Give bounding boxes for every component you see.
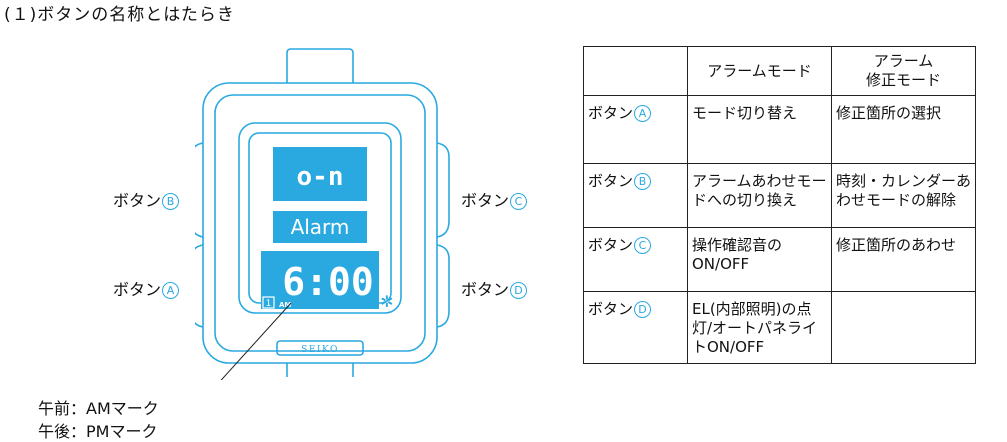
cell-alarm-edit [831, 291, 976, 364]
brand-name: SEIKO [301, 345, 339, 355]
letter-b-icon: B [162, 193, 180, 210]
lcd-panel-top [273, 147, 367, 201]
table-header-row: アラームモード アラーム 修正モード [583, 46, 976, 96]
header-empty [583, 46, 688, 96]
am-mark-caption: 午前：AMマーク [38, 399, 159, 418]
watch-case-outer [202, 82, 438, 364]
brand-plate [276, 340, 364, 356]
lcd-line-1: o-n [297, 162, 344, 192]
letter-d-icon: D [634, 301, 652, 318]
button-d-text: ボタン [461, 280, 510, 299]
light-icon: ✲ [380, 292, 393, 311]
am-mark: AM [279, 301, 291, 309]
cell-alarm-mode: EL(内部照明)の点灯/オートパネライトON/OFF [687, 291, 832, 364]
lcd-line-2: Alarm [291, 215, 350, 239]
letter-b-icon: B [634, 173, 652, 190]
cell-alarm-mode: モード切り替え [687, 95, 832, 164]
mode-number-box [262, 296, 275, 309]
watch-case-inner [214, 94, 426, 352]
letter-d-icon: D [510, 282, 528, 299]
lcd-panel-middle [273, 211, 367, 243]
lcd-panel-bottom [261, 251, 379, 309]
button-d-shape [436, 244, 450, 328]
mode-number: 1 [266, 299, 272, 309]
top-strap [286, 48, 354, 83]
pm-mark-caption: 午後：PMマーク [38, 422, 158, 441]
header-alarm-edit-mode: アラーム 修正モード [831, 46, 976, 96]
button-b-shape [195, 142, 204, 238]
cell-alarm-edit: 修正箇所の選択 [831, 95, 976, 164]
letter-a-icon: A [634, 105, 652, 122]
letter-c-icon: C [510, 193, 528, 210]
button-b-text: ボタン [113, 191, 162, 210]
watch-illustration: o-n Alarm 6:00 1 AM ✲ SEIKO [195, 48, 450, 380]
button-a-text: ボタン [113, 280, 162, 299]
bottom-strap [286, 363, 354, 377]
cell-alarm-mode: 操作確認音のON/OFF [687, 227, 832, 292]
letter-c-icon: C [634, 237, 652, 254]
cell-alarm-mode: アラームあわせモードへの切り換え [687, 163, 832, 228]
bezel [238, 122, 402, 314]
lcd-time: 6:00 [282, 260, 374, 304]
cell-alarm-edit: 修正箇所のあわせ [831, 227, 976, 292]
section-heading: (１)ボタンの名称とはたらき [4, 5, 235, 25]
button-c-text: ボタン [461, 191, 510, 210]
button-c-shape [436, 142, 450, 238]
am-leader-line [220, 302, 292, 380]
header-alarm-mode: アラームモード [687, 46, 832, 96]
button-a-shape [195, 244, 204, 328]
cell-alarm-edit: 時刻・カレンダーあわせモードの解除 [831, 163, 976, 228]
letter-a-icon: A [162, 282, 180, 299]
